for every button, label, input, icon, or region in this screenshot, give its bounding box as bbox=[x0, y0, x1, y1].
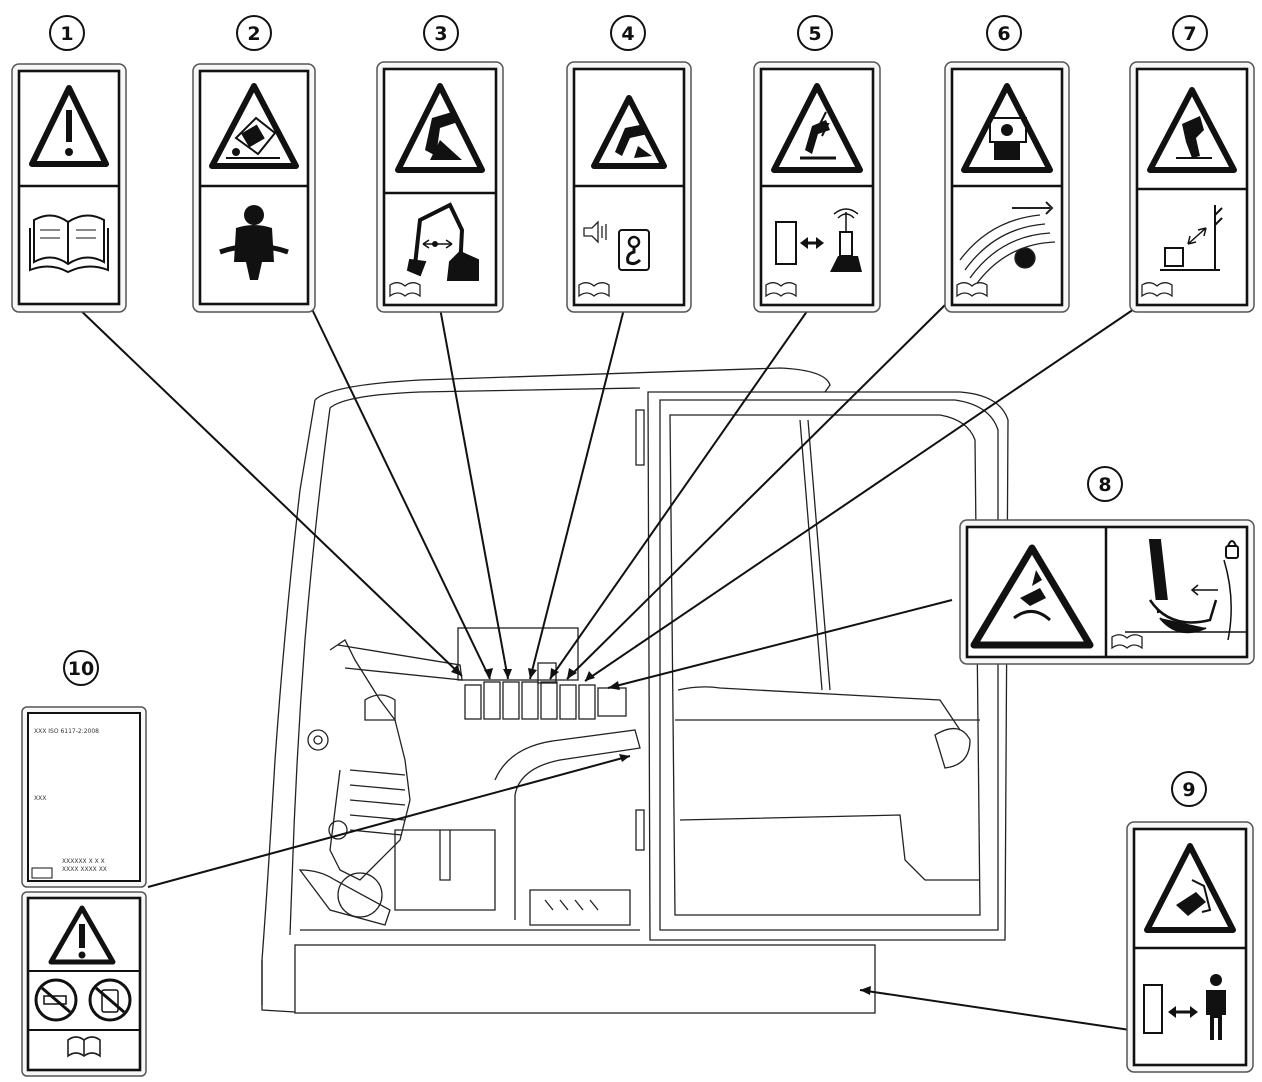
operator-cab bbox=[262, 368, 1008, 1013]
safety-label-1 bbox=[12, 64, 126, 312]
callout-number-7-text: 7 bbox=[1183, 23, 1196, 45]
noise-warning-label bbox=[22, 892, 146, 1076]
callout-number-5: 5 bbox=[798, 16, 832, 50]
safety-label-3 bbox=[377, 62, 503, 312]
safety-label-6 bbox=[945, 62, 1069, 312]
callout-number-10-text: 10 bbox=[68, 658, 94, 680]
no-smoking-icon bbox=[36, 980, 76, 1020]
safety-label-9 bbox=[1127, 822, 1253, 1072]
callout-number-1: 1 bbox=[50, 16, 84, 50]
callout-number-9: 9 bbox=[1172, 772, 1206, 806]
plate-text-line4: XXXX XXXX XX bbox=[62, 866, 107, 873]
safety-label-2 bbox=[193, 64, 315, 312]
cab-label-strip bbox=[465, 682, 626, 719]
callout-number-6: 6 bbox=[987, 16, 1021, 50]
callout-number-5-text: 5 bbox=[808, 23, 821, 45]
safety-label-5 bbox=[754, 62, 880, 312]
manual-book-icon bbox=[68, 1037, 100, 1056]
plate-text-line1: XXX ISO 6117-2:2008 bbox=[34, 728, 99, 735]
callout-number-1-text: 1 bbox=[60, 23, 73, 45]
callout-number-6-text: 6 bbox=[997, 23, 1010, 45]
noise-info-plate: XXX ISO 6117-2:2008 XXX XXXXXX X X X XXX… bbox=[22, 707, 146, 887]
no-phone-icon bbox=[90, 980, 130, 1020]
callout-number-2: 2 bbox=[237, 16, 271, 50]
callout-number-3: 3 bbox=[424, 16, 458, 50]
callout-number-4: 4 bbox=[611, 16, 645, 50]
callout-number-8: 8 bbox=[1088, 467, 1122, 501]
callout-number-10: 10 bbox=[64, 651, 98, 685]
leader-lines bbox=[75, 305, 1140, 1030]
callout-number-7: 7 bbox=[1173, 16, 1207, 50]
safety-label-4 bbox=[567, 62, 691, 312]
callout-number-8-text: 8 bbox=[1098, 474, 1111, 496]
lifting-hook-icon bbox=[619, 230, 649, 270]
safety-label-10: XXX ISO 6117-2:2008 XXX XXXXXX X X X XXX… bbox=[22, 707, 146, 1076]
plate-text-line2: XXX bbox=[34, 795, 46, 802]
callout-number-9-text: 9 bbox=[1182, 779, 1195, 801]
callout-number-4-text: 4 bbox=[621, 23, 634, 45]
callout-number-2-text: 2 bbox=[247, 23, 260, 45]
safety-label-8 bbox=[960, 520, 1254, 664]
safety-label-7 bbox=[1130, 62, 1254, 312]
callout-number-3-text: 3 bbox=[434, 23, 447, 45]
plate-text-line3: XXXXXX X X X bbox=[62, 858, 105, 865]
